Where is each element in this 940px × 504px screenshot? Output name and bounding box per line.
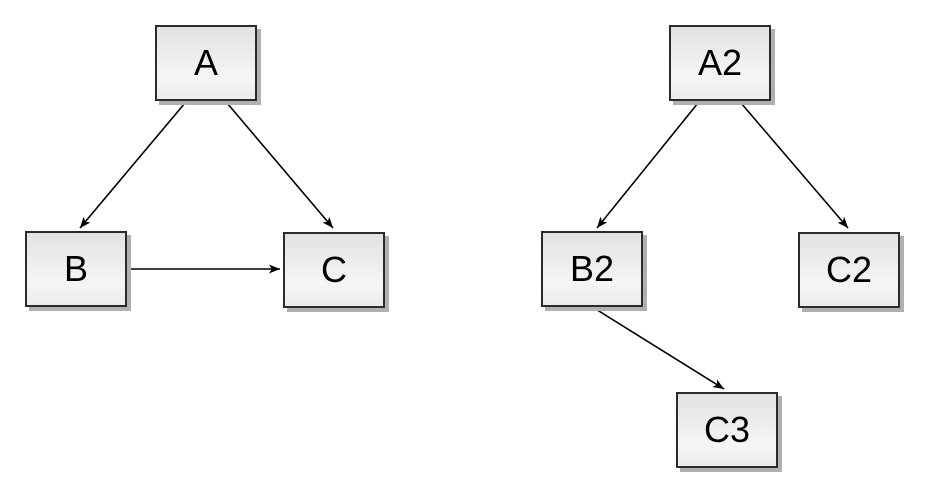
node-a: A [155,25,257,101]
node-b: B [25,231,127,307]
edge-a-c [226,102,334,229]
node-c3: C3 [676,392,778,468]
edge-a-b [79,102,186,229]
node-c-label: C [321,249,347,290]
node-c2-label: C2 [825,249,873,290]
node-c: C [283,232,385,308]
node-b-label: B [63,248,88,289]
node-b2: B2 [541,231,643,307]
node-a2: A2 [669,25,771,101]
edge-a2-b2 [596,102,699,229]
node-a-label: A [193,42,218,83]
node-c3-label: C3 [703,409,751,450]
node-b2-label: B2 [569,248,615,289]
node-a2-label: A2 [697,42,743,83]
edge-a2-c2 [740,102,849,229]
node-c2: C2 [798,232,900,308]
edge-b2-c3 [593,307,725,390]
